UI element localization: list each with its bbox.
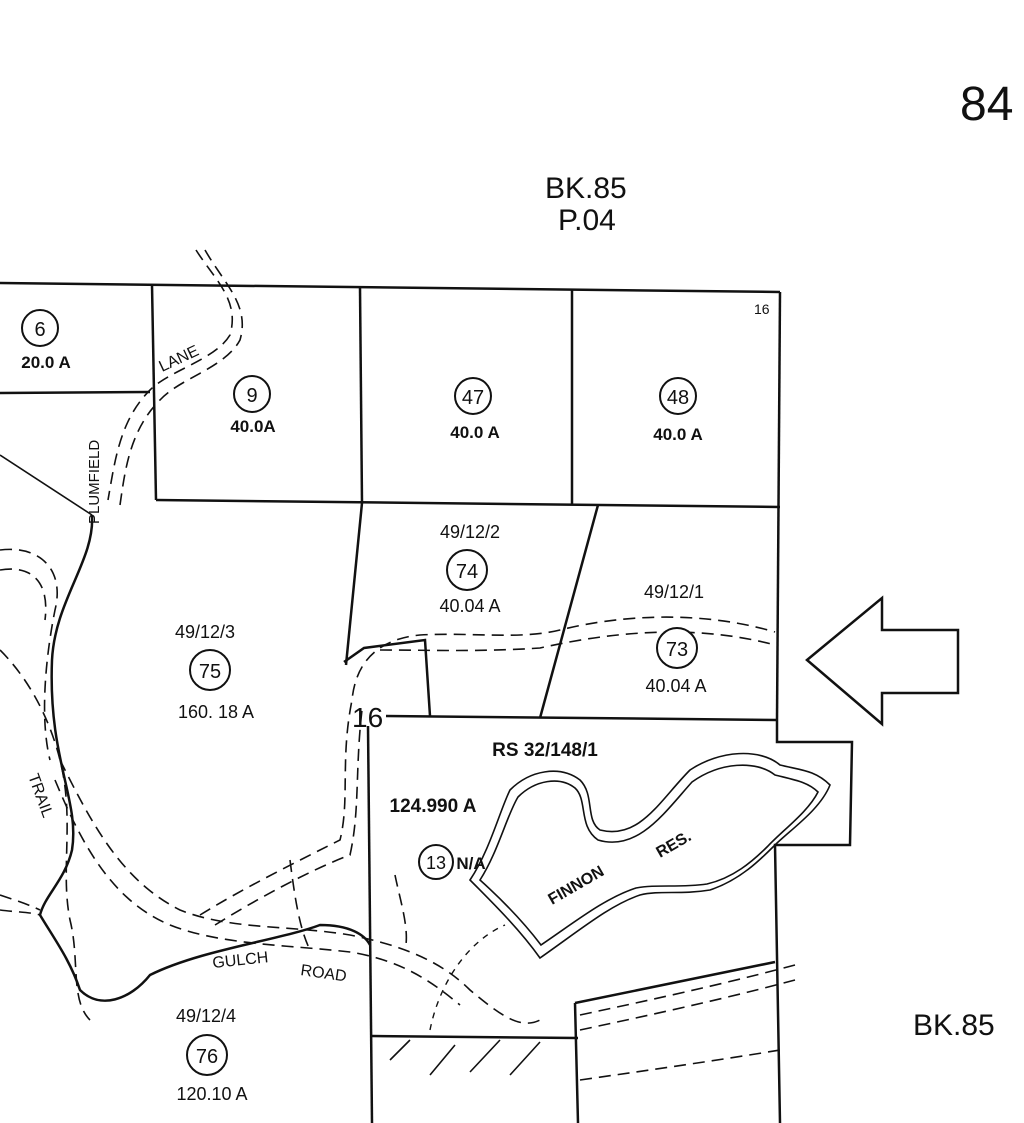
parcel-number: 47 — [462, 387, 484, 409]
parcel-area: 40.0 A — [653, 425, 702, 444]
parcel-ref: 49/12/3 — [175, 622, 235, 642]
arrow-left-icon — [805, 595, 960, 727]
parcel-74: 49/12/2 74 40.04 A — [439, 522, 500, 616]
parcel-number: 73 — [666, 639, 688, 661]
parcel-ref: 49/12/4 — [176, 1006, 236, 1026]
parcel-ref: RS 32/148/1 — [492, 740, 598, 761]
parcel-6: 6 20.0 A — [21, 309, 71, 372]
parcel-area: 124.990 A — [390, 796, 477, 817]
parcel-75: 49/12/3 75 160. 18 A — [175, 622, 254, 722]
book-label: BK.85 — [545, 172, 627, 205]
parcel-9: 9 40.0A — [230, 375, 276, 436]
corner-number: 16 — [754, 301, 770, 317]
parcel-area: 40.0A — [230, 417, 275, 436]
parcel-note: N/A — [456, 854, 485, 873]
reservoir-name-2: RES. — [654, 828, 695, 861]
parcel-number: 76 — [196, 1046, 218, 1068]
road-label-plumfield: PLUMFIELD — [86, 440, 103, 524]
parcel-area: 40.0 A — [450, 423, 499, 442]
parcel-number: 13 — [426, 853, 446, 873]
parcel-number: 75 — [199, 661, 221, 683]
parcel-area: 120.10 A — [176, 1084, 247, 1104]
road-label-gulch: GULCH — [212, 949, 269, 972]
reservoir-outline — [468, 752, 831, 960]
parcel-area: 160. 18 A — [178, 702, 254, 722]
parcel-number: 9 — [246, 385, 257, 407]
parcel-boundaries — [0, 281, 854, 1123]
parcel-76: 49/12/4 76 120.10 A — [176, 1006, 248, 1104]
parcel-73: 49/12/1 73 40.04 A — [644, 582, 707, 696]
parcel-number: 6 — [34, 319, 45, 341]
parcel-ref: 49/12/2 — [440, 522, 500, 542]
page-label: P.04 — [558, 204, 616, 237]
section-number: 16 — [352, 702, 383, 733]
road-label-trail: TRAIL — [24, 772, 56, 821]
parcel-area: 40.04 A — [645, 676, 706, 696]
parcel-48: 48 40.0 A — [653, 377, 703, 444]
parcel-13: RS 32/148/1 124.990 A 13 N/A — [390, 740, 598, 880]
reservoir-name-1: FINNON — [546, 863, 608, 908]
parcel-47: 47 40.0 A — [450, 377, 500, 442]
parcel-number: 74 — [456, 561, 478, 583]
footer-book-label: BK.85 — [913, 1009, 995, 1042]
road-lines — [0, 249, 796, 1081]
parcel-number: 48 — [667, 387, 689, 409]
parcel-area: 20.0 A — [21, 353, 70, 372]
page-number: 84 — [960, 78, 1013, 131]
road-label-road: ROAD — [299, 962, 347, 985]
parcel-ref: 49/12/1 — [644, 582, 704, 602]
parcel-area: 40.04 A — [439, 596, 500, 616]
